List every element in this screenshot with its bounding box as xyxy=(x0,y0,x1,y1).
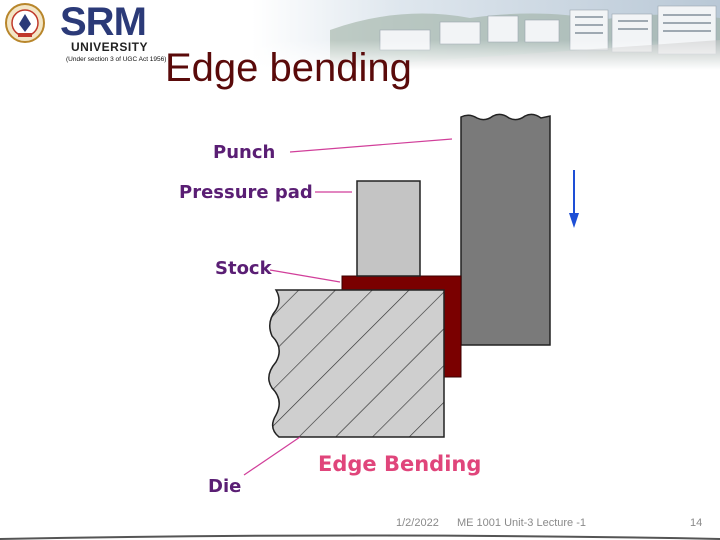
header-campus-photo xyxy=(0,0,720,70)
footer-course: ME 1001 Unit-3 Lecture -1 xyxy=(457,517,587,529)
die xyxy=(268,289,445,438)
pressure-pad xyxy=(356,180,421,277)
punch-direction-arrow-icon xyxy=(569,170,579,228)
logo-subname: UNIVERSITY xyxy=(71,40,149,54)
university-seal-icon xyxy=(5,3,45,43)
logo-name: SRM xyxy=(60,0,147,44)
footer-date: 1/2/2022 xyxy=(396,517,439,529)
stock-leader-line xyxy=(269,269,341,283)
pressure-pad-label: Pressure pad xyxy=(179,182,313,203)
die-leader-line xyxy=(243,436,301,476)
die-label: Die xyxy=(208,476,242,497)
page-number: 14 xyxy=(690,517,703,529)
punch-label: Punch xyxy=(213,142,276,163)
diagram-caption: Edge Bending xyxy=(318,452,482,476)
footer-rule xyxy=(0,534,720,540)
stock-label: Stock xyxy=(215,258,272,279)
punch-leader-line xyxy=(289,138,453,153)
srm-university-logo: SRM UNIVERSITY (Under section 3 of UGC A… xyxy=(4,0,167,68)
slide-title: Edge bending xyxy=(165,46,412,90)
punch xyxy=(460,113,551,346)
logo-tagline: (Under section 3 of UGC Act 1956) xyxy=(66,56,167,63)
